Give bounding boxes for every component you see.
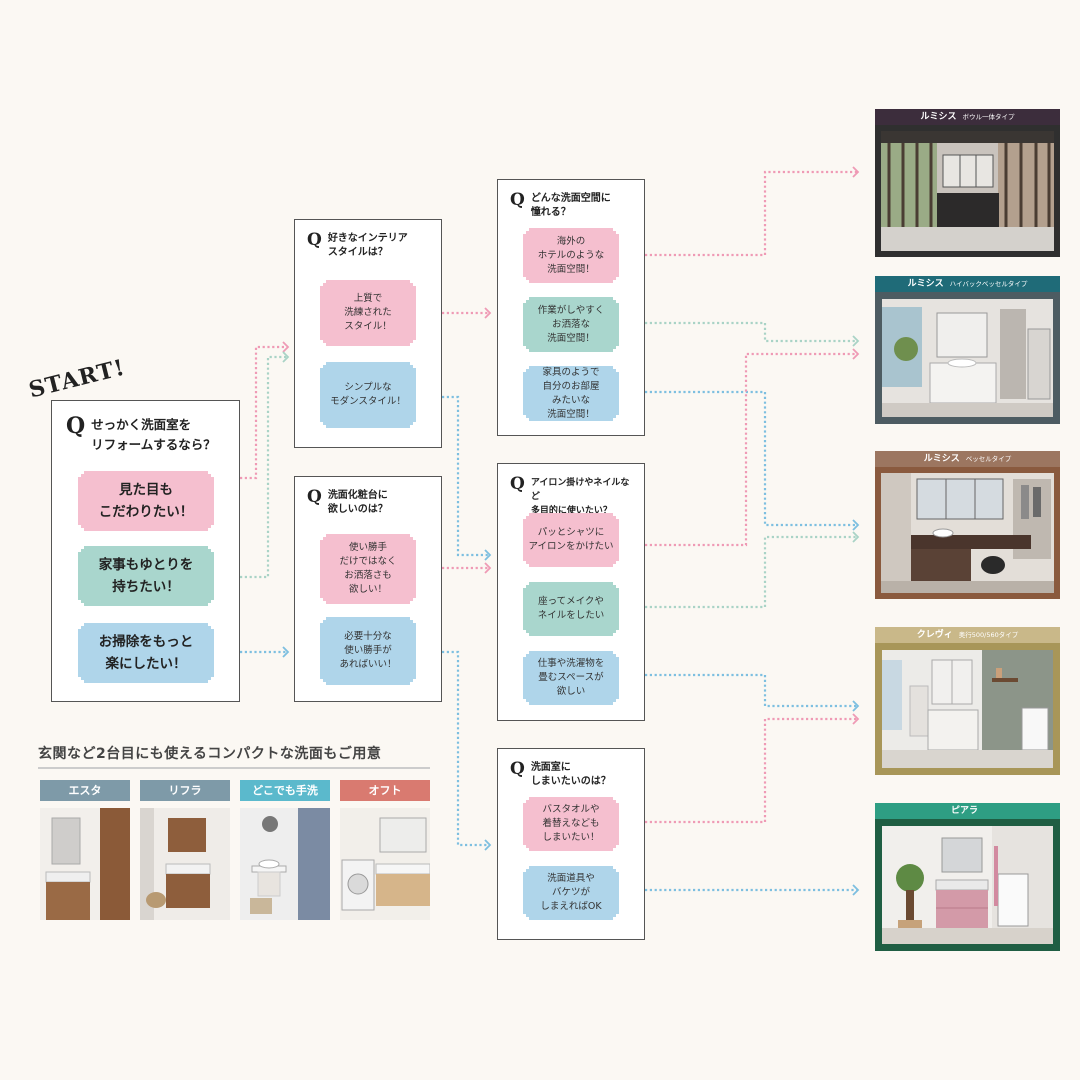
product-lumisys-bowl[interactable]: ルミシスボウル一体タイプ — [875, 109, 1060, 257]
product-subtype: 奥行500/560タイプ — [958, 631, 1019, 639]
link-makeup-to-vessel — [645, 535, 858, 609]
question-card-q2a: Q 好きなインテリア スタイルは？ 上質で 洗練された スタイル！ シンプルな … — [294, 219, 442, 448]
question-card-q3c: Q 洗面室に しまいたいのは？ バスタオルや 着替えなども しまいたい！ 洗面道… — [497, 748, 645, 940]
answer-modern-style[interactable]: シンプルな モダンスタイル！ — [320, 362, 416, 428]
question-card-q3a: Q どんな洗面空間に 憧れる？ 海外の ホテルのような 洗面空間！ 作業がしやす… — [497, 179, 645, 436]
arrowhead — [852, 519, 860, 531]
compact-item-label: リフラ — [140, 780, 230, 801]
product-photo — [875, 292, 1060, 424]
arrowhead — [852, 884, 860, 896]
q-icon: Q — [510, 190, 525, 210]
product-photo — [875, 125, 1060, 257]
link-looks-to-interior — [240, 345, 288, 480]
q-icon: Q — [307, 487, 322, 507]
arrowhead — [484, 562, 492, 574]
link-chores-to-interior — [240, 355, 288, 579]
answer-store-towels[interactable]: バスタオルや 着替えなども しまいたい！ — [523, 797, 619, 851]
product-crevi[interactable]: クレヴィ奥行500/560タイプ — [875, 627, 1060, 775]
link-hotel-to-bowl — [645, 170, 858, 257]
link-work-to-highback — [645, 321, 858, 343]
link-folding-to-crevi — [645, 673, 858, 708]
product-name: ルミシス — [920, 112, 957, 122]
product-photo — [875, 819, 1060, 951]
arrowhead — [484, 839, 492, 851]
product-title-bar: ルミシスベッセルタイプ — [875, 451, 1060, 467]
compact-item-photo — [340, 808, 430, 920]
compact-title-underline — [38, 767, 430, 769]
q-icon: Q — [510, 759, 525, 779]
q-icon: Q — [66, 413, 86, 439]
arrowhead — [852, 166, 860, 178]
compact-item-esta[interactable]: エスタ — [40, 780, 130, 920]
product-subtype: ボウル一体タイプ — [962, 113, 1015, 121]
product-title-bar: クレヴィ奥行500/560タイプ — [875, 627, 1060, 643]
link-iron-to-highback — [645, 352, 858, 547]
product-lumisys-highback-vessel[interactable]: ルミシスハイバックベッセルタイプ — [875, 276, 1060, 424]
answer-folding-space[interactable]: 仕事や洗濯物を 畳むスペースが 欲しい — [523, 651, 619, 705]
answer-refined-style[interactable]: 上質で 洗練された スタイル！ — [320, 280, 416, 346]
question-text: アイロン掛けやネイルなど 多目的に使いたい？ — [530, 478, 630, 516]
arrowhead — [852, 348, 860, 360]
arrowhead — [852, 335, 860, 347]
product-photo — [875, 467, 1060, 599]
compact-item-label: どこでも手洗 — [240, 780, 330, 801]
product-name: ピアラ — [950, 806, 978, 816]
arrowhead — [484, 307, 492, 319]
product-name: ルミシス — [907, 279, 944, 289]
arrowhead — [282, 646, 290, 658]
compact-item-photo — [240, 808, 330, 920]
link-sufficient-to-storage — [442, 650, 490, 847]
product-title-bar: ルミシスボウル一体タイプ — [875, 109, 1060, 125]
answer-sufficient-usability[interactable]: 必要十分な 使い勝手が あればいい！ — [320, 617, 416, 685]
arrowhead — [852, 531, 860, 543]
product-subtype: ハイバックベッセルタイプ — [949, 280, 1028, 288]
link-furniture-to-vessel — [645, 390, 858, 527]
arrowhead — [852, 700, 860, 712]
answer-easy-work[interactable]: 作業がしやすく お洒落な 洗面空間！ — [523, 297, 619, 352]
answer-chores[interactable]: 家事もゆとりを 持ちたい！ — [78, 546, 214, 606]
question-text: せっかく洗面室を リフォームするなら？ — [91, 417, 216, 452]
answer-ironing[interactable]: パッとシャツに アイロンをかけたい — [523, 513, 619, 567]
question-card-q3b: Q アイロン掛けやネイルなど 多目的に使いたい？ パッとシャツに アイロンをかけ… — [497, 463, 645, 721]
product-name: クレヴィ — [916, 630, 953, 640]
compact-item-ofuto[interactable]: オフト — [340, 780, 430, 920]
compact-section-title: 玄関など2台目にも使えるコンパクトな洗面もご用意 — [38, 746, 382, 762]
compact-item-photo — [40, 808, 130, 920]
arrowhead — [852, 713, 860, 725]
compact-item-label: オフト — [340, 780, 430, 801]
compact-item-label: エスタ — [40, 780, 130, 801]
arrowhead — [484, 549, 492, 561]
arrowhead — [282, 341, 290, 353]
link-towels-to-crevi — [645, 717, 858, 824]
product-name: ルミシス — [923, 454, 960, 464]
question-text: 好きなインテリア スタイルは？ — [327, 233, 408, 258]
answer-store-basics[interactable]: 洗面道具や バケツが しまえればOK — [523, 866, 619, 920]
product-lumisys-vessel[interactable]: ルミシスベッセルタイプ — [875, 451, 1060, 599]
product-title-bar: ルミシスハイバックベッセルタイプ — [875, 276, 1060, 292]
answer-hotel-like[interactable]: 海外の ホテルのような 洗面空間！ — [523, 228, 619, 283]
question-text: 洗面室に しまいたいのは？ — [530, 762, 611, 787]
compact-item-dokodemo[interactable]: どこでも手洗 — [240, 780, 330, 920]
answer-usability-and-style[interactable]: 使い勝手 だけではなく お洒落さも 欲しい！ — [320, 534, 416, 604]
product-title-bar: ピアラ — [875, 803, 1060, 819]
link-modern-to-multipurpose — [442, 395, 490, 557]
answer-makeup-nails[interactable]: 座ってメイクや ネイルをしたい — [523, 582, 619, 636]
answer-looks[interactable]: 見た目も こだわりたい！ — [78, 471, 214, 531]
product-piara[interactable]: ピアラ — [875, 803, 1060, 951]
question-text: 洗面化粧台に 欲しいのは？ — [327, 490, 388, 515]
arrowhead — [282, 351, 290, 363]
answer-cleaning[interactable]: お掃除をもっと 楽にしたい！ — [78, 623, 214, 683]
product-photo — [875, 643, 1060, 775]
question-card-q2b: Q 洗面化粧台に 欲しいのは？ 使い勝手 だけではなく お洒落さも 欲しい！ 必… — [294, 476, 442, 702]
compact-item-photo — [140, 808, 230, 920]
q-icon: Q — [307, 230, 322, 250]
compact-item-rifura[interactable]: リフラ — [140, 780, 230, 920]
product-subtype: ベッセルタイプ — [965, 455, 1012, 463]
q-icon: Q — [510, 474, 525, 494]
answer-furniture-like[interactable]: 家具のようで 自分のお部屋 みたいな 洗面空間！ — [523, 366, 619, 421]
question-card-q1: Q せっかく洗面室を リフォームするなら？ 見た目も こだわりたい！ 家事もゆと… — [51, 400, 240, 702]
question-text: どんな洗面空間に 憧れる？ — [530, 193, 611, 218]
